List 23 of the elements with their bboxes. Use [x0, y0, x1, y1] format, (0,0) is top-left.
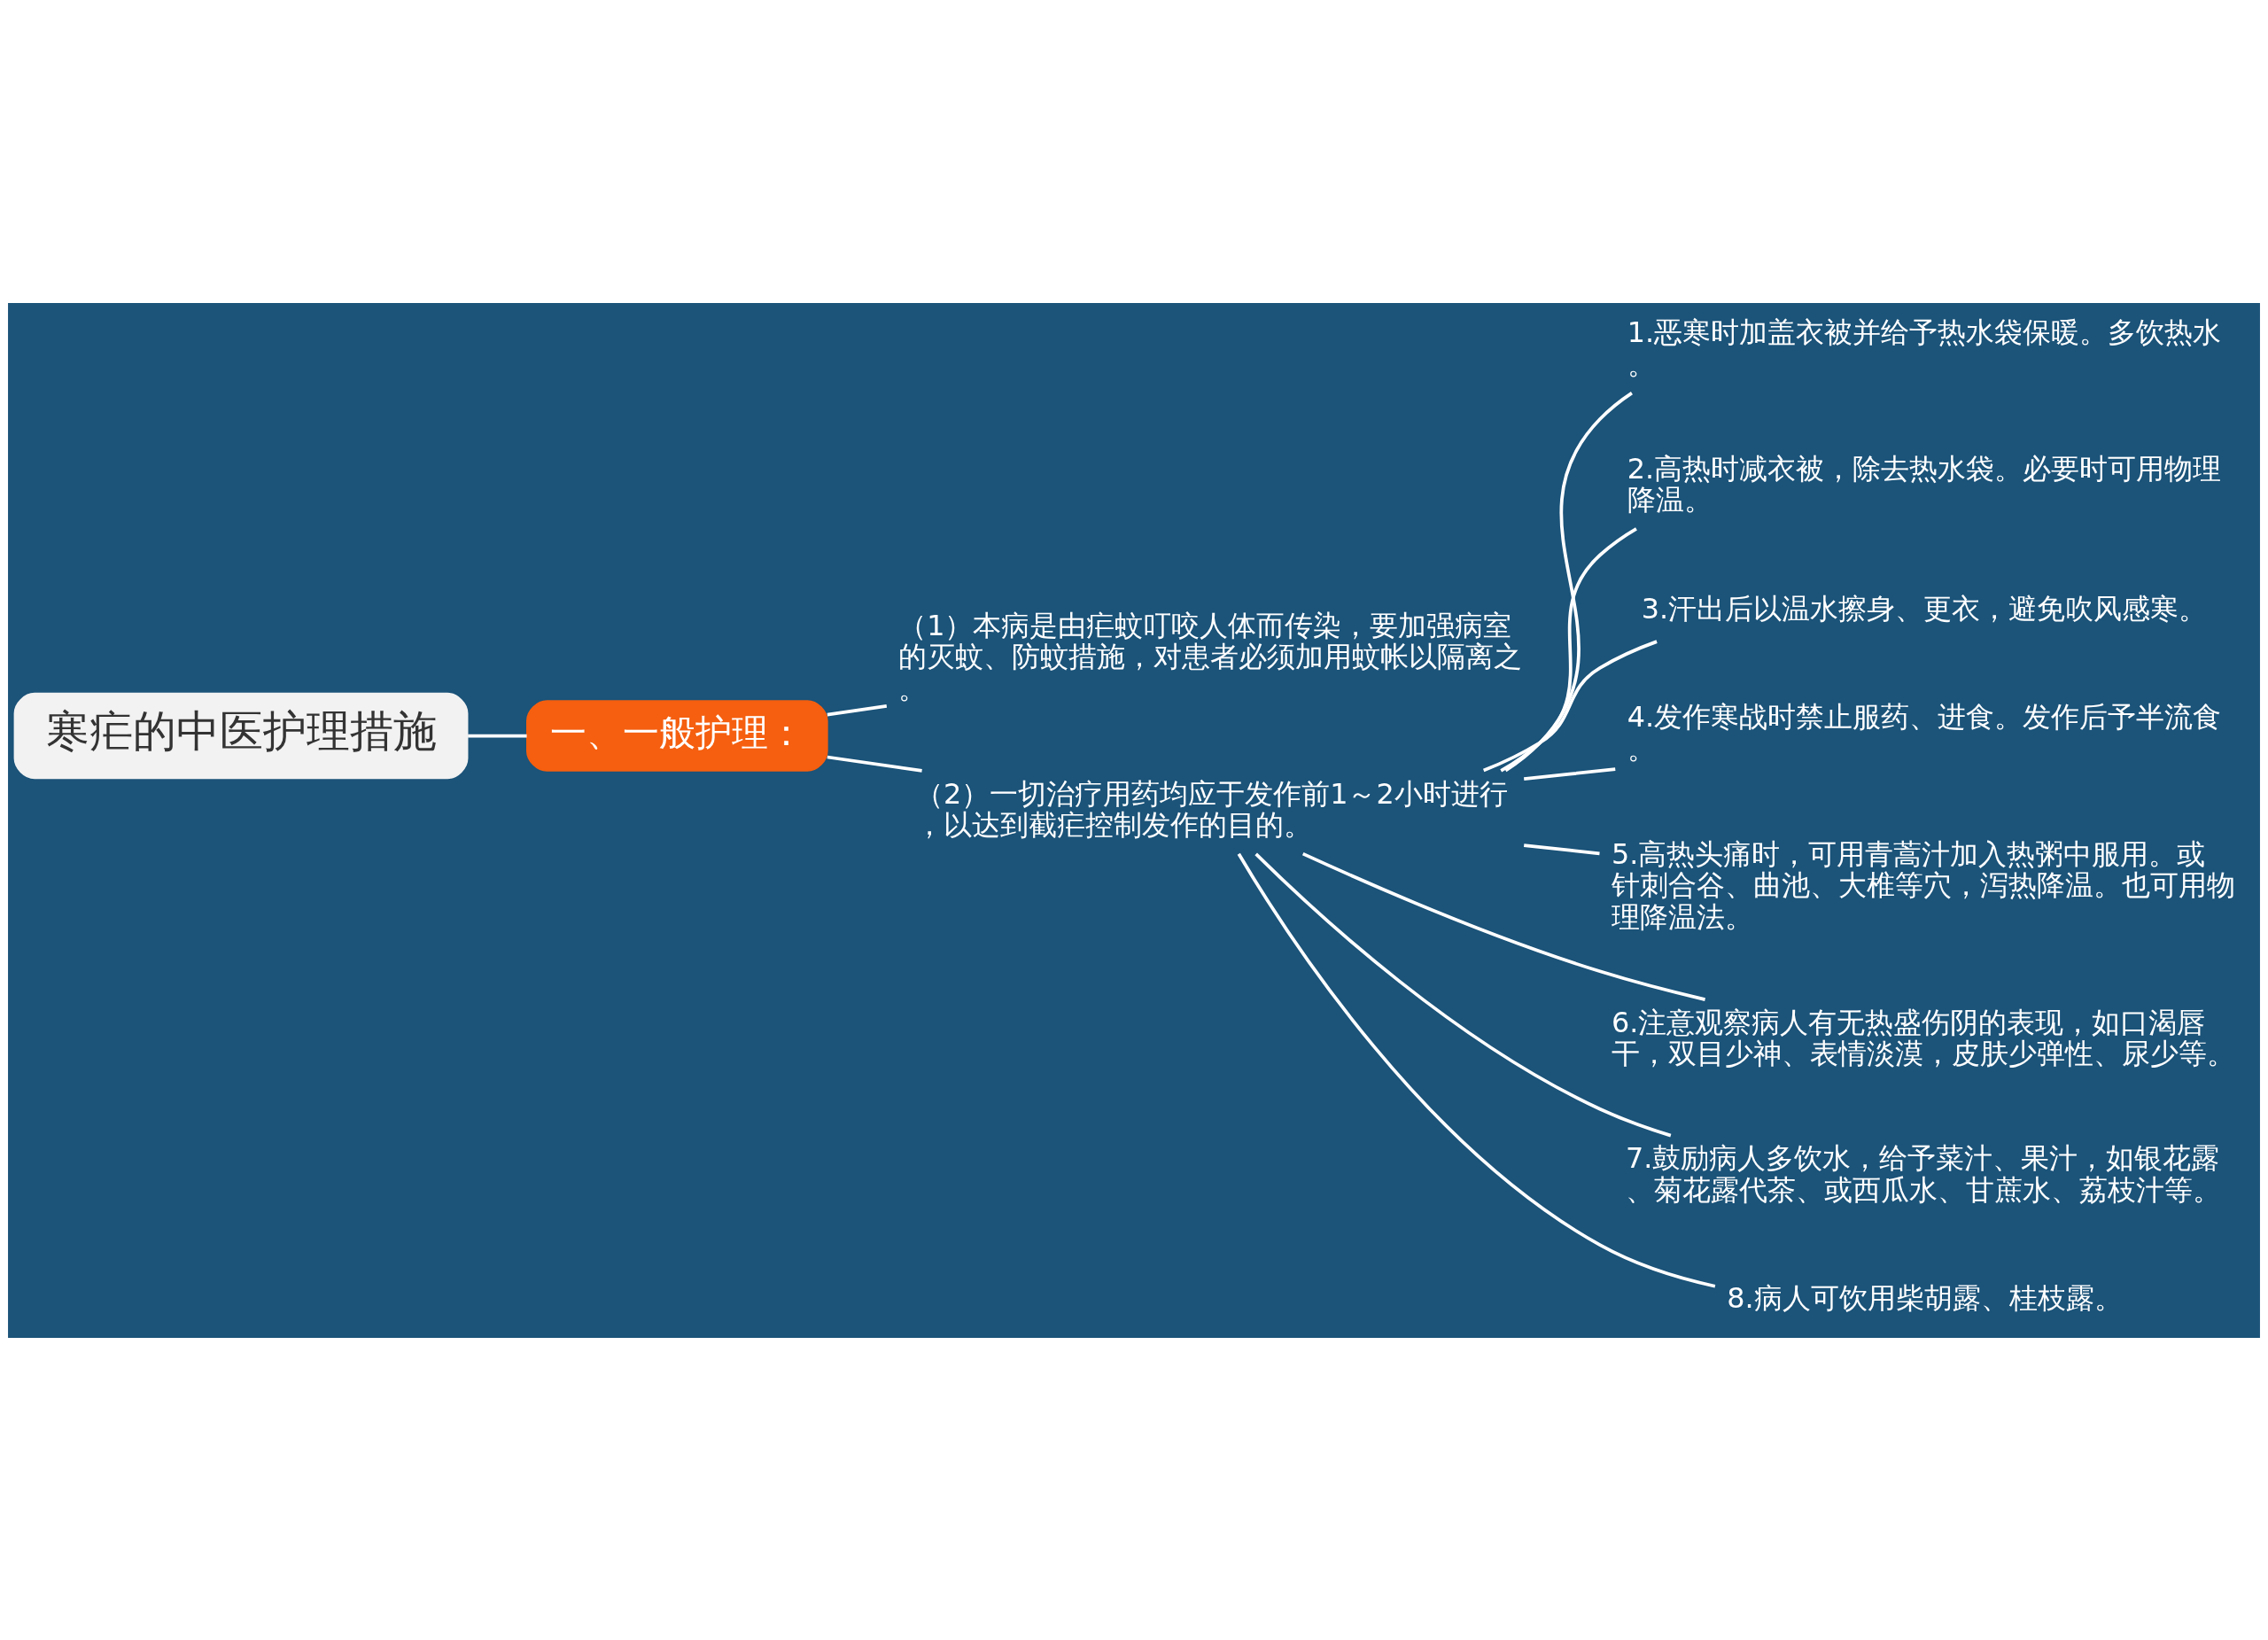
node-box: 寒疟的中医护理措施 [13, 692, 469, 779]
connector [827, 703, 888, 716]
node-text: 8.病人可饮用柴胡露、桂枝露。 [1727, 1280, 2123, 1315]
node-text: （2）一切治疗用药均应于发作前1～2小时进行，以达到截疟控制发作的目的。 [914, 776, 1508, 842]
connector [468, 734, 527, 737]
node-text: 7.鼓励病人多饮水，给予菜汁、果汁，如银花露、菊花露代茶、或西瓜水、甘蔗水、荔枝汁等。 [1625, 1140, 2221, 1207]
connector [1524, 843, 1600, 855]
node-box: 一、一般护理： [526, 699, 828, 772]
connector [827, 755, 922, 773]
node-text: （1）本病是由疟蚊叮咬人体而传染，要加强病室的灭蚊、防蚊措施，对患者必须加用蚊帐以隔离之。 [898, 608, 1523, 705]
connector [1254, 852, 1672, 1137]
node-text: 6.注意观察病人有无热盛伤阴的表现，如口渴唇干，双目少神、表情淡漠，皮肤少弹性、尿少等。 [1612, 1005, 2236, 1070]
node-text: 1.恶寒时加盖衣被并给予热水袋保暖。多饮热水。 [1627, 315, 2222, 381]
node-text: 5.高热头痛时，可用青蒿汁加入热粥中服用。或针刺合谷、曲池、大椎等穴，泻热降温。也可用物理降温法。 [1612, 836, 2236, 934]
node-text: 2.高热时减衣被，除去热水袋。必要时可用物理降温。 [1627, 451, 2222, 517]
connector [1524, 766, 1616, 781]
connector [1500, 526, 1637, 772]
node-text: 4.发作寒战时禁止服药、进食。发作后予半流食。 [1627, 699, 2222, 766]
connector [1504, 391, 1633, 772]
connector [1482, 639, 1658, 772]
connector [1301, 851, 1705, 1001]
connector [1237, 852, 1716, 1288]
node-text: 3.汗出后以温水擦身、更衣，避免吹风感寒。 [1641, 591, 2208, 626]
